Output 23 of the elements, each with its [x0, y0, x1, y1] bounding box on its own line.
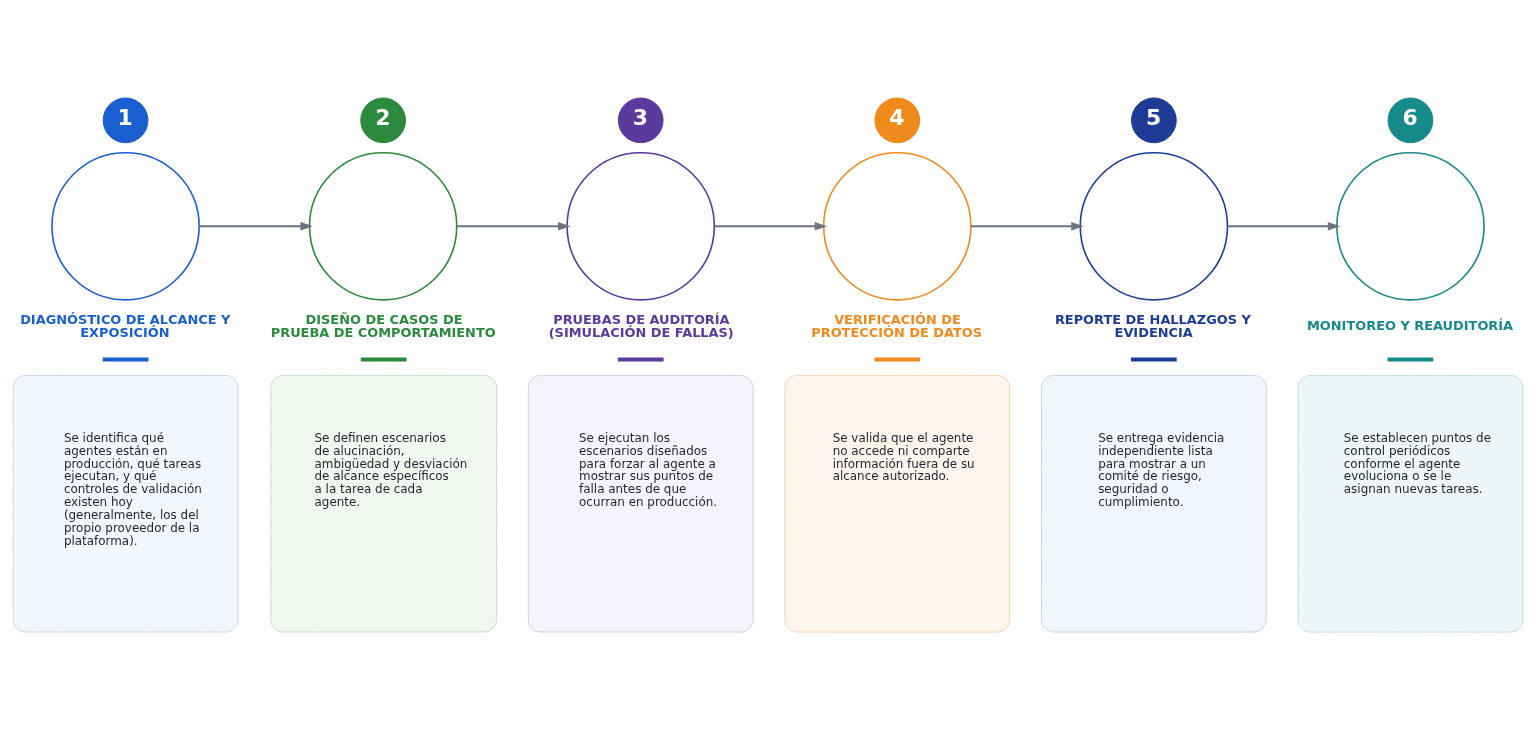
node-label: DISEÑO DE CASOS DE PRUEBA DE COMPORTAMIENTO: [270, 311, 496, 340]
arrow: [970, 221, 1084, 231]
node-label: VERIFICACIÓN DE PROTECCIÓN DE DATOS: [811, 311, 983, 340]
node-circle: 1: [102, 97, 149, 143]
node-circle: 4: [874, 97, 921, 143]
node-circle: 5: [1131, 97, 1177, 143]
node-circle: 3: [617, 97, 664, 143]
node-label: DIAGNÓSTICO DE ALCANCE Y EXPOSICIÓN: [20, 311, 231, 340]
node-circle: [566, 151, 716, 301]
arrow: [199, 221, 313, 231]
arrow: [1227, 221, 1341, 231]
node-circle: [51, 151, 200, 301]
arrow: [714, 221, 827, 231]
node-circle: [822, 151, 972, 301]
node-label: MONITOREO Y REAUDITORÍA: [1307, 317, 1514, 333]
node-label: PRUEBAS DE AUDITORÍA (SIMULACIÓN DE FALLAS): [548, 311, 734, 340]
node-circle: [1336, 151, 1485, 301]
node-circle: 6: [1387, 97, 1434, 143]
node-label: REPORTE DE HALLAZGOS Y EVIDENCIA: [1054, 311, 1251, 340]
node-circle: [1079, 151, 1229, 301]
node-circle: [308, 151, 458, 301]
arrow: [456, 221, 571, 231]
node-circle: 2: [360, 97, 406, 143]
